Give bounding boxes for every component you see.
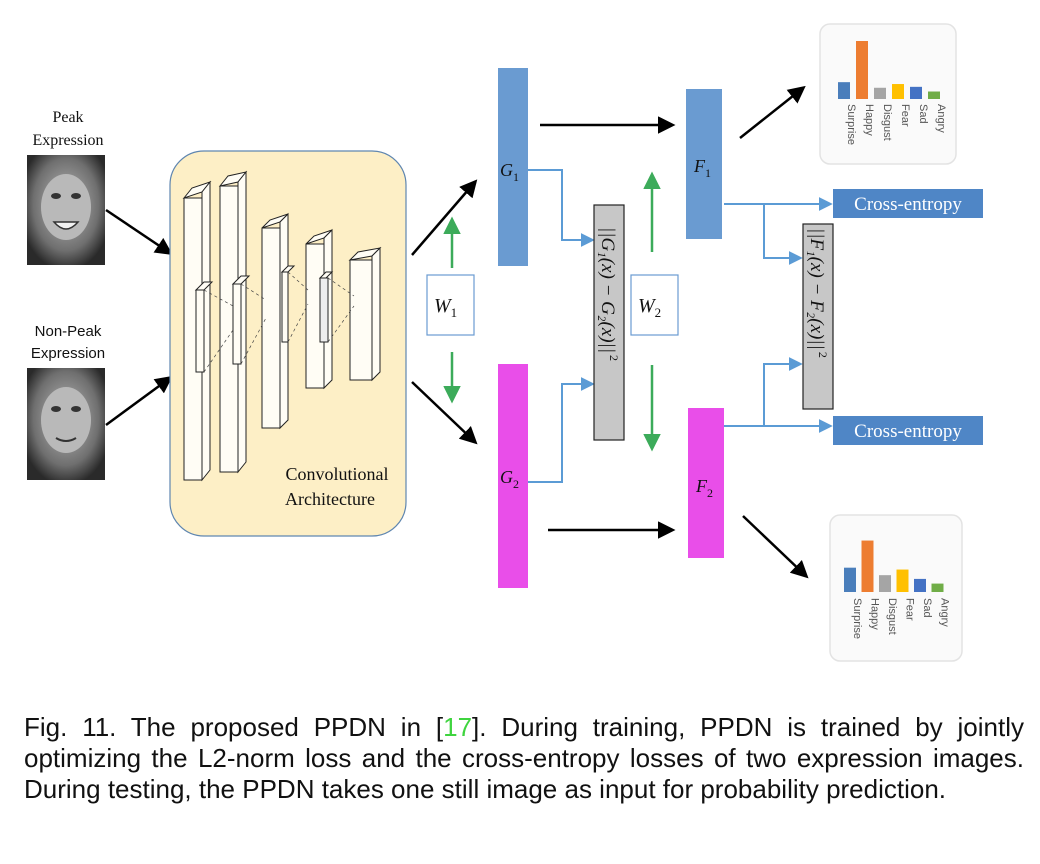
- w2-subscript: 2: [655, 305, 662, 320]
- bar-sad: [914, 578, 926, 592]
- w2-box: [630, 274, 679, 336]
- probability-chart-top: Surprise Happy Disgust Fear Sad Angry: [819, 23, 957, 165]
- svg-text:F2: F2: [695, 476, 713, 500]
- g2-subscript: 2: [513, 477, 519, 491]
- w1-label: W: [434, 295, 453, 317]
- arrow-f2-to-chart: [742, 515, 809, 579]
- tick-label-happy: Happy: [863, 104, 875, 136]
- bar-happy: [861, 540, 874, 592]
- g1-subscript: 1: [513, 170, 519, 184]
- bar-fear: [896, 569, 909, 592]
- arrow-f2-to-fnorm: [763, 357, 803, 426]
- conv-layers: [182, 170, 382, 482]
- bar-fear: [892, 84, 904, 99]
- svg-text:F1: F1: [693, 156, 711, 180]
- svg-text:W2: W2: [638, 295, 661, 320]
- w1-box: [426, 274, 475, 336]
- svg-text:G1: G1: [500, 160, 519, 184]
- f2-label: F: [695, 476, 708, 496]
- cross-entropy-top-label: Cross-entropy: [854, 194, 962, 215]
- bar-surprise: [838, 82, 850, 99]
- nonpeak-label-line1: Non-Peak: [35, 323, 102, 340]
- svg-text:W1: W1: [434, 295, 457, 320]
- caption-prefix: Fig. 11. The proposed PPDN in [: [24, 712, 444, 742]
- caption-body: ]. During training, PPDN is trained by j…: [24, 712, 1025, 804]
- cross-entropy-bottom-box: [833, 416, 983, 445]
- bar-happy: [856, 41, 868, 99]
- f2-block: [688, 408, 724, 558]
- arrow-f1-to-fnorm: [763, 204, 803, 265]
- tick-label-disgust: Disgust: [886, 598, 898, 635]
- tick-label-surprise: Surprise: [851, 598, 863, 639]
- bar-sad: [910, 86, 922, 99]
- arrow-conv-to-g2: [411, 381, 478, 445]
- tick-label-fear: Fear: [899, 104, 911, 127]
- tick-label-sad: Sad: [921, 598, 933, 618]
- tick-label-surprise: Surprise: [845, 104, 857, 145]
- f-norm-block: [802, 223, 834, 410]
- arrow-nonpeak-to-conv: [105, 375, 173, 427]
- conv-receptive-lines: [203, 271, 355, 373]
- cross-entropy-bottom-label: Cross-entropy: [854, 421, 962, 442]
- f2-subscript: 2: [707, 486, 713, 500]
- conv-label-line2: Architecture: [285, 489, 375, 509]
- arrow-g2-to-gnorm: [528, 377, 595, 483]
- tick-label-disgust: Disgust: [881, 104, 893, 141]
- w2-label: W: [638, 295, 657, 317]
- ppdn-diagram: Peak Expression Non-Peak Expression: [27, 23, 983, 662]
- figure-caption: Fig. 11. The proposed PPDN in [17]. Duri…: [24, 712, 1024, 805]
- tick-label-sad: Sad: [917, 104, 929, 124]
- tick-label-angry: Angry: [935, 104, 947, 133]
- nonpeak-face-image: [27, 368, 105, 480]
- nonpeak-label-line2: Expression: [31, 345, 105, 362]
- arrow-conv-to-g1: [411, 179, 478, 256]
- caption-reference-link[interactable]: 17: [443, 712, 473, 742]
- bar-surprise: [844, 567, 856, 592]
- g2-block: [498, 364, 528, 588]
- probability-chart-bottom: Surprise Happy Disgust Fear Sad Angry: [829, 514, 963, 662]
- g-norm-block: [593, 204, 625, 441]
- f1-subscript: 1: [705, 166, 711, 180]
- tick-label-fear: Fear: [904, 598, 916, 621]
- bar-angry: [928, 91, 940, 99]
- g1-label: G: [500, 160, 513, 180]
- g-norm-label: ||G₁(x) − G₂(x)||2: [597, 227, 621, 361]
- arrow-f1-to-chart: [739, 85, 806, 139]
- svg-text:G2: G2: [500, 467, 519, 491]
- bar-disgust: [874, 87, 886, 99]
- w1-subscript: 1: [451, 305, 458, 320]
- f1-label: F: [693, 156, 706, 176]
- bar-angry: [931, 583, 944, 592]
- g1-block: [498, 68, 528, 266]
- tick-label-happy: Happy: [869, 598, 881, 630]
- peak-face-image: [27, 155, 105, 265]
- f1-block: [686, 89, 722, 239]
- peak-label-line1: Peak: [52, 109, 83, 126]
- cross-entropy-top-box: [833, 189, 983, 218]
- arrow-g1-to-gnorm: [528, 169, 595, 247]
- arrow-peak-to-conv: [105, 208, 173, 255]
- f-norm-label: ||F₁(x) − F₂(x)||2: [806, 228, 830, 358]
- tick-label-angry: Angry: [939, 598, 951, 627]
- peak-label-line2: Expression: [32, 132, 103, 149]
- g2-label: G: [500, 467, 513, 487]
- conv-label-line1: Convolutional: [286, 464, 389, 484]
- bar-disgust: [879, 575, 891, 592]
